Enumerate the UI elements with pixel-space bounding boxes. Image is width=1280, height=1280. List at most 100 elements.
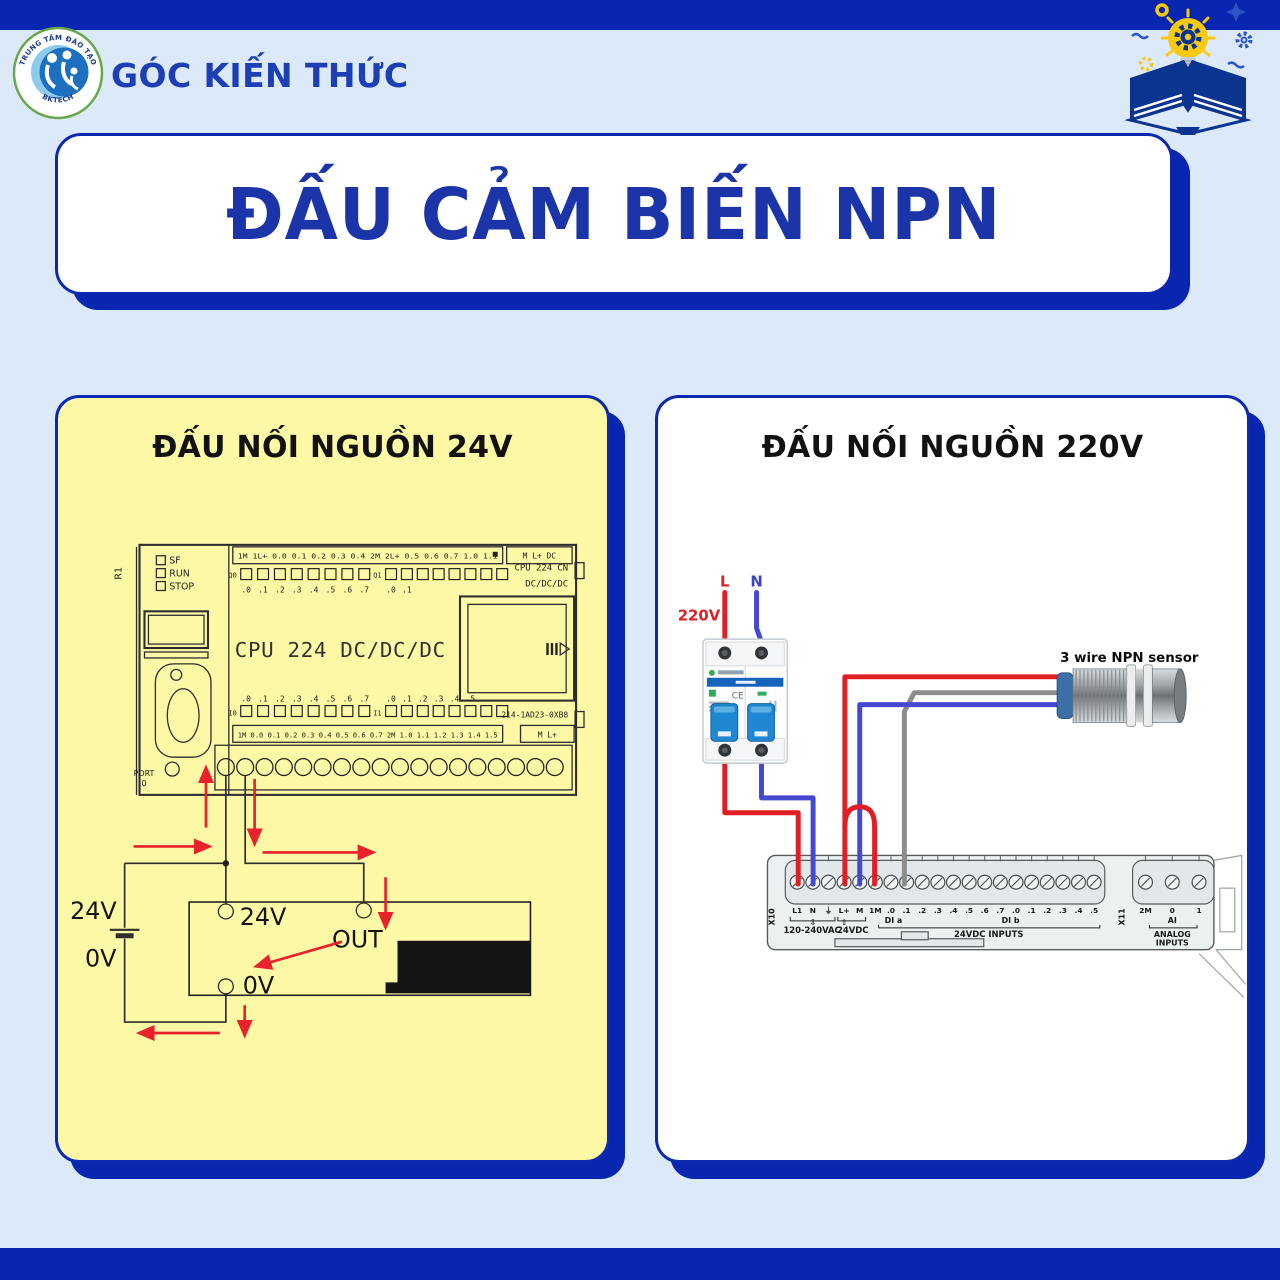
npn-sensor-graphic (1056, 664, 1187, 727)
status-leds: SF RUN STOP (155, 555, 194, 592)
svg-text:⏚: ⏚ (825, 906, 832, 915)
part-number: 214-1AD23-0XB8 (501, 710, 568, 719)
cpu-model-text: CPU 224 DC/DC/DC (235, 638, 445, 662)
voltage-label: 220V (678, 606, 721, 624)
svg-text:.7: .7 (359, 695, 369, 704)
book-bulb-illustration (1124, 2, 1253, 135)
logo-mark (31, 45, 89, 99)
wire-input-to-out (244, 775, 365, 904)
ce-mark: CE (732, 692, 744, 702)
ai-label: AI (1168, 916, 1177, 925)
screw-terminals (216, 758, 564, 777)
di-b-label: DI b (1002, 916, 1020, 925)
top-right-strip-labels: M L+ DC (523, 552, 557, 561)
svg-text:M: M (856, 906, 863, 915)
svg-text:.2: .2 (418, 695, 428, 704)
i0-leds (240, 704, 371, 718)
i1-leds (384, 704, 509, 718)
analog-screw-terminals (1137, 874, 1207, 890)
open-book-icon (1124, 60, 1252, 135)
star-icon (1226, 2, 1246, 22)
svg-text:.3: .3 (934, 906, 942, 915)
bottom-terminal-strip (232, 724, 504, 743)
svg-text:.3: .3 (292, 585, 302, 594)
squiggle-icon (1131, 32, 1149, 40)
battery-symbol (109, 928, 140, 939)
sensor-brown-wire (842, 674, 1064, 887)
bottom-right-strip-labels: M L+ (538, 730, 557, 739)
expansion-connector (458, 562, 585, 729)
current-flow-arrows (133, 764, 394, 1042)
svg-text:.1: .1 (402, 695, 412, 704)
inputs-group-label: 24VDC INPUTS (954, 929, 1023, 939)
x11-label: X11 (1118, 908, 1127, 925)
led-stop-label: STOP (169, 581, 194, 592)
svg-text:.1: .1 (1028, 906, 1036, 915)
junction-dot (222, 860, 230, 867)
q1-leds (384, 568, 509, 581)
brand-title: GÓC KIẾN THỨC (111, 56, 409, 95)
svg-text:.0: .0 (1012, 906, 1020, 915)
sensor-blue-wire (857, 702, 1063, 887)
i0-label: I0 (228, 710, 236, 718)
gear-icon (1138, 56, 1154, 72)
svg-text:0: 0 (1170, 906, 1175, 915)
svg-text:.0: .0 (241, 695, 251, 704)
analog-terminal-labels: 2M 0 1 (1139, 906, 1201, 915)
supply-arrow-icon: ⇧ (841, 918, 848, 927)
logo-bottom-text: BKTECH (41, 93, 75, 105)
breaker-toggles (710, 703, 775, 742)
title-card: ĐẤU CẢM BIẾN NPN (55, 133, 1173, 295)
svg-text:.3: .3 (434, 695, 444, 704)
neutral-arrow-icon: ⇩ (810, 918, 817, 927)
sensor-body-silhouette (385, 940, 531, 994)
page-title: ĐẤU CẢM BIẾN NPN (226, 172, 1002, 256)
sensor-threads (1075, 669, 1125, 722)
breaker-screws (718, 646, 768, 757)
svg-text:.3: .3 (1059, 906, 1067, 915)
ac-group-label: 120-240VAC (783, 925, 840, 935)
svg-text:.0: .0 (887, 906, 895, 915)
svg-text:1: 1 (1196, 906, 1201, 915)
wire-battery-negative (123, 938, 227, 1023)
sparkles (1131, 2, 1253, 72)
svg-text:.5: .5 (466, 695, 476, 704)
lightbulb-gear-icon (1160, 8, 1216, 68)
panel-220v-heading: ĐẤU NỐI NGUỒN 220V (761, 430, 1144, 465)
dot-decoration (492, 551, 498, 557)
svg-text:.1: .1 (258, 585, 268, 594)
wiring-24v: 24V 0V (70, 775, 365, 1023)
q0-bit-labels: .0.1.2.3.4.5.6.7 (241, 585, 369, 594)
svg-text:.6: .6 (981, 906, 989, 915)
svg-text:.4: .4 (949, 906, 957, 915)
cpu-cn-text: CPU 224 CN (515, 564, 569, 574)
svg-text:.4: .4 (309, 585, 319, 594)
svg-text:.5: .5 (326, 585, 336, 594)
dc-group-label: 24VDC (837, 925, 868, 935)
i1-bit-labels: .0.1.2.3.4.5 (386, 695, 475, 704)
svg-text:2M: 2M (1139, 906, 1152, 915)
q0-label: Q0 (228, 572, 236, 580)
svg-text:.5: .5 (1090, 906, 1098, 915)
di-a-label: DI a (885, 916, 903, 925)
top-bar (0, 0, 1280, 30)
port-label: PORT (134, 769, 155, 778)
svg-text:1M: 1M (869, 906, 882, 915)
wiring-diagram-24v: R1 SF RUN STOP PORT (70, 543, 585, 1042)
svg-text:.1: .1 (903, 906, 911, 915)
db9-port: PORT 0 (134, 663, 212, 788)
svg-text:.3: .3 (292, 695, 302, 704)
gear-icon (1235, 31, 1253, 49)
svg-text:.4: .4 (450, 695, 460, 704)
sensor-box: 24V OUT 0V (188, 901, 532, 999)
svg-text:.2: .2 (918, 906, 926, 915)
svg-text:.6: .6 (343, 695, 353, 704)
bottom-bar (0, 1248, 1280, 1280)
sensor-out-terminal-label: OUT (332, 926, 383, 954)
squiggle-icon (1227, 61, 1245, 69)
svg-text:L1: L1 (792, 906, 802, 915)
i1-label: I1 (373, 710, 381, 718)
wiring-220v (722, 589, 1064, 887)
